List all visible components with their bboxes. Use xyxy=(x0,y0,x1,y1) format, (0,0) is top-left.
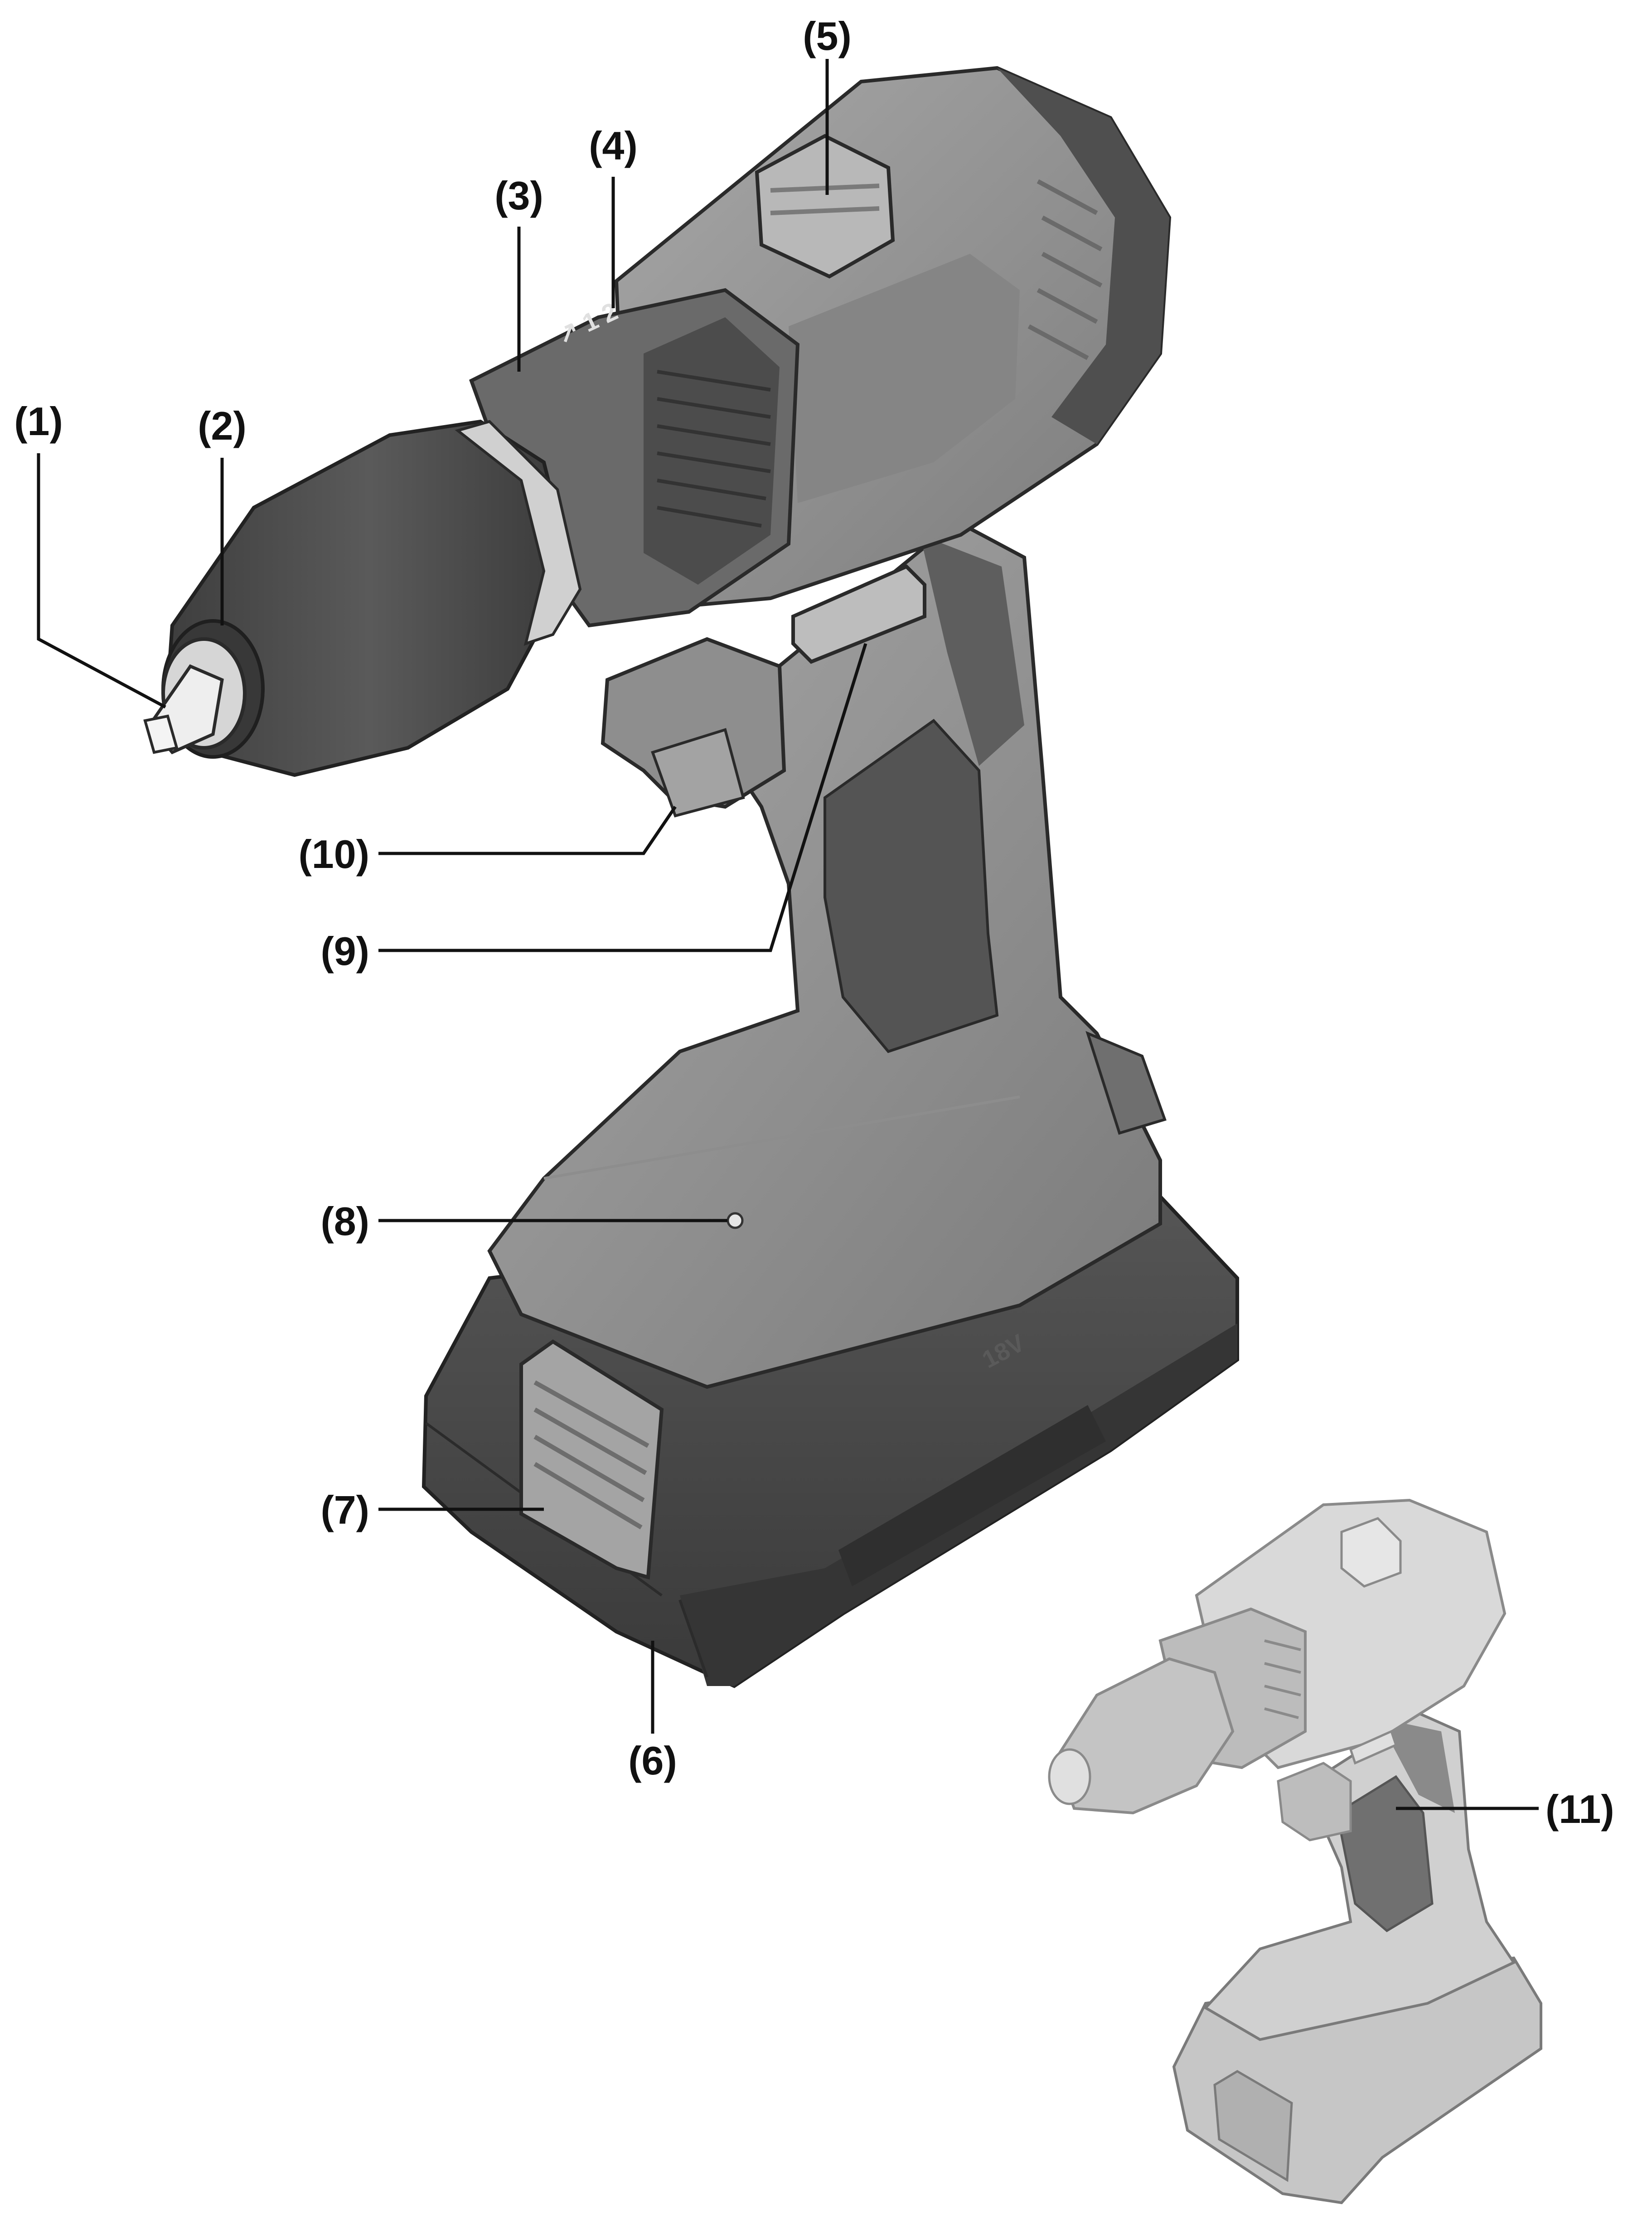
callout-6: (6) xyxy=(628,1738,677,1783)
main-drill: 18V ↗ 1 2 xyxy=(143,66,1239,1688)
leader-lines xyxy=(37,59,1539,1810)
callout-7: (7) xyxy=(320,1488,369,1532)
battery-release-button xyxy=(519,1339,664,1580)
callout-3: (3) xyxy=(494,173,543,218)
leader-9 xyxy=(378,643,867,952)
callout-5: (5) xyxy=(803,14,852,58)
gear-selector-switch xyxy=(755,134,895,279)
callout-8: (8) xyxy=(320,1199,369,1244)
bit-holder xyxy=(143,637,247,755)
callout-11: (11) xyxy=(1545,1787,1614,1832)
leader-10 xyxy=(378,806,677,855)
leader-1 xyxy=(37,453,166,709)
callout-2: (2) xyxy=(198,403,247,448)
rotation-direction-switch xyxy=(791,564,926,664)
callout-10: (10) xyxy=(299,832,370,877)
secondary-drill-view xyxy=(1048,1498,1542,2205)
callout-labels: (1) (2) (3) (4) (5) (6) (7) (8) (9) (10)… xyxy=(14,14,1614,1832)
work-light xyxy=(727,1212,744,1229)
callout-9: (9) xyxy=(320,929,369,974)
handle: 18V xyxy=(487,519,1167,1389)
callout-1: (1) xyxy=(14,399,63,444)
callout-4: (4) xyxy=(589,123,638,168)
on-off-trigger xyxy=(601,637,786,818)
